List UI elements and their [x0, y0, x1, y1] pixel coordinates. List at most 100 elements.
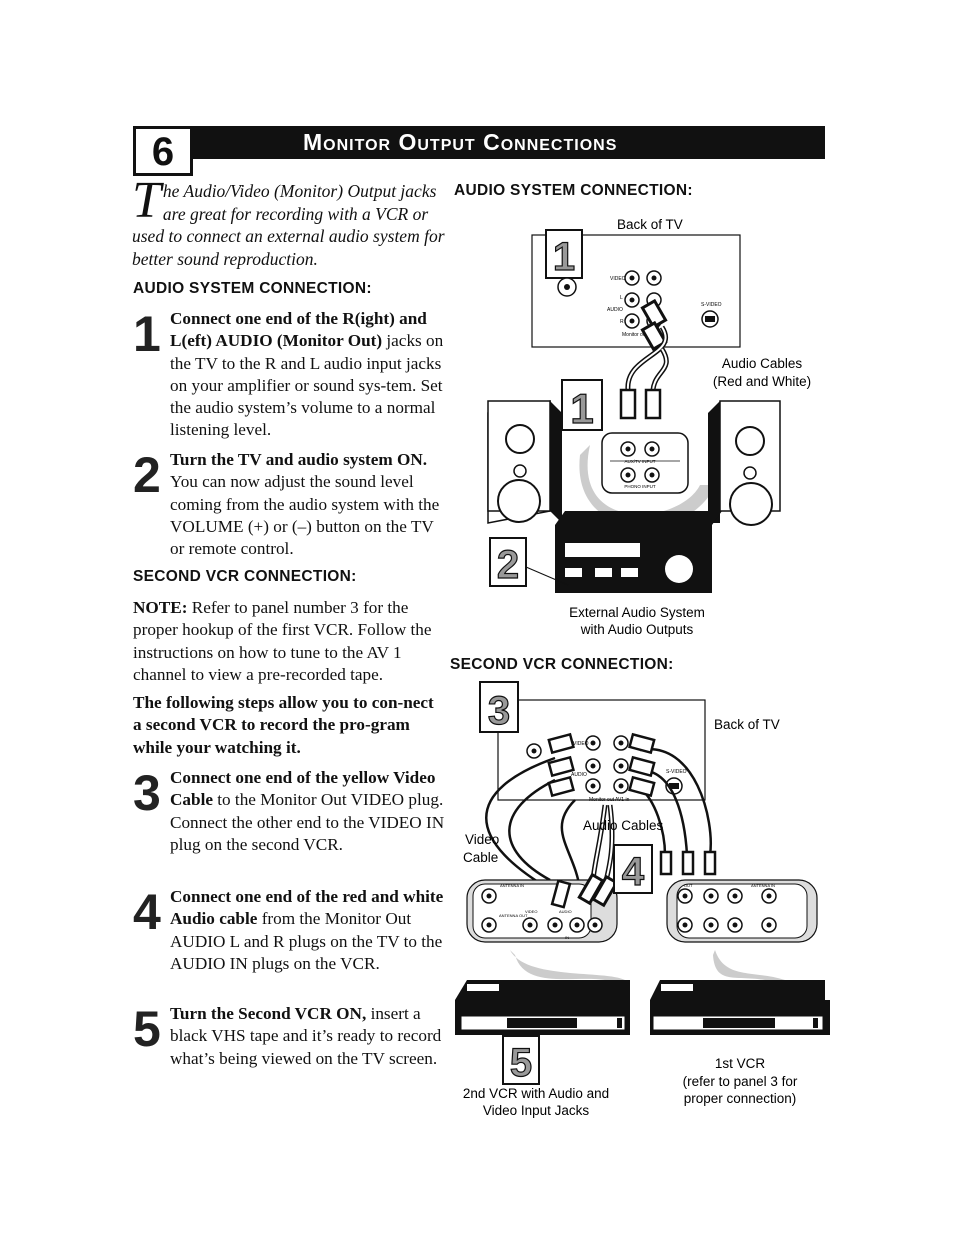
step-2-body: You can now adjust the sound level comin…	[170, 472, 440, 559]
speaker-right	[708, 400, 781, 526]
page-title: Monitor Output Connections	[193, 126, 825, 159]
label-r: R	[620, 319, 624, 325]
step-4-body: from the Monitor Out AUDIO L and R plugs…	[170, 909, 443, 973]
svg-text:5: 5	[510, 1041, 532, 1085]
audio-receiver	[555, 511, 722, 593]
badge-2: 2	[489, 537, 527, 588]
audio-cables-label: Audio Cables	[583, 818, 664, 833]
svg-text:4: 4	[622, 850, 645, 894]
step-2-text: Turn the TV and audio system ON. You can…	[170, 449, 446, 560]
video-cable-label-1: Video	[465, 832, 499, 847]
vcr1-plug-2	[681, 850, 695, 876]
step-2-bold: Turn the TV and audio system ON.	[170, 450, 428, 469]
step-5-body: insert a black VHS tape and it’s ready t…	[170, 1004, 442, 1068]
diagram-vcr-heading: SECOND VCR CONNECTION:	[450, 656, 674, 673]
vcr2-label-2: Video Input Jacks	[483, 1103, 590, 1118]
intro-text: he Audio/Video (Monitor) Output jacks ar…	[132, 181, 445, 269]
badge-4: 4	[613, 844, 653, 895]
svg-text:ANTENNA OUT: ANTENNA OUT	[499, 913, 528, 918]
amp-input-panel: AUX/TV INPUT PHONO INPUT	[601, 432, 689, 494]
step-4-text: Connect one end of the red and white Aud…	[170, 886, 446, 975]
svg-text:3: 3	[488, 689, 510, 733]
svg-text:AUX/TV INPUT: AUX/TV INPUT	[624, 459, 655, 464]
badge-1-mid: 1	[561, 379, 603, 433]
vcr2-plug-video	[550, 879, 572, 909]
section-number: 6	[133, 126, 193, 176]
shadow-vcr2	[510, 950, 625, 980]
vcr-connection-diagram: Back of TV 3 VIDEO AUDIO Monitor out AV1…	[455, 681, 830, 1118]
step-5-bold: Turn the Second VCR ON,	[170, 1004, 367, 1023]
svg-text:OUT: OUT	[684, 883, 693, 888]
vcr-section-heading: SECOND VCR CONNECTION:	[133, 568, 357, 585]
vcr1-label-3: proper connection)	[684, 1091, 797, 1106]
vcr1-front	[650, 980, 830, 1035]
shadow-shape	[579, 445, 715, 527]
plug-amp-left	[619, 388, 637, 420]
vcr1-label-2: (refer to panel 3 for	[683, 1074, 798, 1089]
label-l: L	[620, 295, 623, 301]
audio-cables-label-1: Audio Cables	[722, 356, 803, 371]
label-av1-in: AV1 in	[615, 797, 630, 803]
badge-5: 5	[502, 1035, 540, 1086]
audio-cables-label-2: (Red and White)	[713, 374, 811, 389]
vcr1-back-panel: OUT ANTENNA IN	[666, 879, 818, 943]
label-audio-2: AUDIO	[571, 772, 587, 778]
svg-text:ANTENNA IN: ANTENNA IN	[751, 883, 775, 888]
svg-text:1: 1	[570, 385, 593, 432]
page-title-text: Monitor Output Connections	[303, 129, 618, 155]
step-3-body: to the Monitor Out VIDEO plug. Connect t…	[170, 790, 445, 854]
step-3-bold: Connect one end of the yellow Video Cabl…	[170, 768, 436, 810]
back-of-tv-label-2: Back of TV	[714, 717, 780, 732]
step-1-bold: Connect one end of the R(ight) and L(eft…	[170, 309, 427, 351]
step-1-number: 1	[133, 306, 161, 362]
vcr2-plug-r	[591, 874, 619, 908]
svg-text:1: 1	[553, 235, 575, 279]
badge-3: 3	[479, 681, 519, 734]
system-label-1: External Audio System	[569, 605, 705, 620]
label-video: VIDEO	[610, 276, 626, 282]
label-svideo: S-VIDEO	[701, 302, 722, 308]
diagram-audio-heading: AUDIO SYSTEM CONNECTION:	[454, 182, 693, 199]
label-monitor-out-2: Monitor out	[589, 797, 615, 803]
step-5-number: 5	[133, 1001, 161, 1057]
step-5-text: Turn the Second VCR ON, insert a black V…	[170, 1003, 446, 1070]
note-text: Refer to panel number 3 for the proper h…	[133, 598, 432, 684]
step-3-number: 3	[133, 765, 161, 821]
video-cable-label-2: Cable	[463, 850, 498, 865]
vcr1-label-1: 1st VCR	[715, 1056, 766, 1071]
svg-text:ANTENNA IN: ANTENNA IN	[500, 883, 524, 888]
label-monitor-out: Monitor out	[622, 332, 648, 338]
system-label-2: with Audio Outputs	[580, 622, 694, 637]
vcr1-plug-3	[703, 850, 717, 876]
label-video-2: VIDEO	[573, 741, 589, 747]
audio-section-heading: AUDIO SYSTEM CONNECTION:	[133, 280, 372, 297]
back-of-tv-label: Back of TV	[617, 217, 683, 232]
step-2-number: 2	[133, 447, 161, 503]
shadow-vcr1	[713, 950, 785, 980]
badge-1-top: 1	[545, 229, 583, 280]
vcr1-cable-a	[639, 747, 712, 856]
tv-plugs	[547, 732, 656, 798]
vcr-intro-bold: The following steps allow you to con-nec…	[133, 693, 434, 757]
step-3-text: Connect one end of the yellow Video Cabl…	[170, 767, 446, 856]
svg-text:IN: IN	[565, 935, 569, 940]
plug-amp-right	[644, 388, 662, 420]
tv-jack-grid-2	[585, 735, 629, 794]
svg-text:AUDIO: AUDIO	[559, 909, 572, 914]
label-audio: AUDIO	[607, 307, 623, 313]
label-svideo-2: S-VIDEO	[666, 769, 687, 775]
step-4-number: 4	[133, 884, 161, 940]
svg-text:PHONO INPUT: PHONO INPUT	[624, 484, 656, 489]
step-1-text: Connect one end of the R(ight) and L(eft…	[170, 308, 446, 442]
note-paragraph: NOTE: Refer to panel number 3 for the pr…	[133, 597, 445, 686]
audio-connection-diagram: Back of TV 1 VIDEO L AUDIO R Monitor out…	[487, 217, 811, 637]
svg-text:2: 2	[497, 543, 519, 587]
vcr2-label-1: 2nd VCR with Audio and	[463, 1086, 609, 1101]
drop-cap: T	[132, 172, 161, 229]
vcr1-plug-1	[659, 850, 673, 876]
step-4-bold: Connect one end of the red and white Aud…	[170, 887, 444, 929]
note-label: NOTE:	[133, 598, 188, 617]
video-cable	[485, 756, 561, 897]
svg-text:VIDEO: VIDEO	[525, 909, 537, 914]
